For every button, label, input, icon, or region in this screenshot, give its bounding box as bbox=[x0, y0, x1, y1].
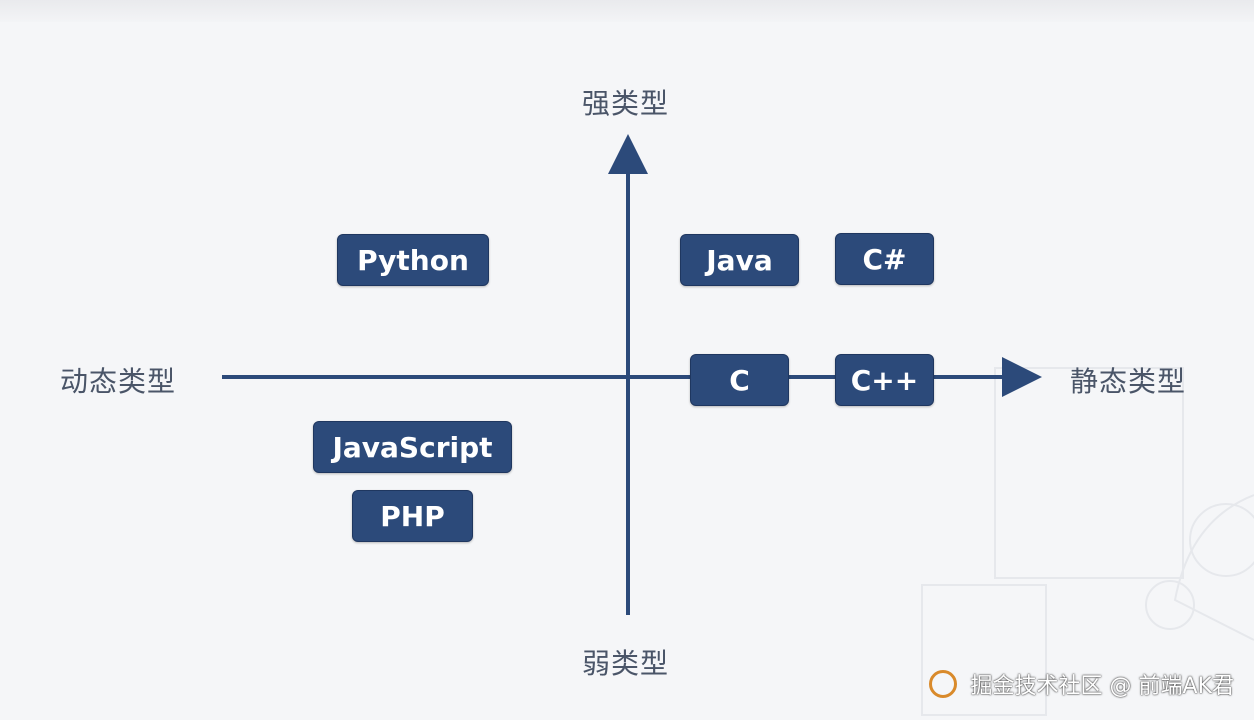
watermark-text: 掘金技术社区 @ 前端AK君 bbox=[970, 674, 1234, 699]
language-box-csharp: C# bbox=[835, 233, 934, 285]
language-box-python: Python bbox=[337, 234, 489, 286]
language-box-cpp: C++ bbox=[835, 354, 934, 406]
language-box-c: C bbox=[690, 354, 789, 406]
axis-label-dynamic-typing: 动态类型 bbox=[60, 365, 177, 398]
language-box-javascript: JavaScript bbox=[313, 421, 512, 473]
watermark: 掘金技术社区 @ 前端AK君 bbox=[928, 668, 1234, 700]
watermark-circle-icon bbox=[928, 670, 957, 698]
axis-label-strong-typing: 强类型 bbox=[582, 87, 670, 120]
axis-label-static-typing: 静态类型 bbox=[1070, 365, 1187, 398]
language-box-php: PHP bbox=[352, 490, 473, 542]
top-bar bbox=[0, 0, 1254, 22]
language-box-java: Java bbox=[680, 234, 799, 286]
axis-label-weak-typing: 弱类型 bbox=[582, 647, 670, 680]
